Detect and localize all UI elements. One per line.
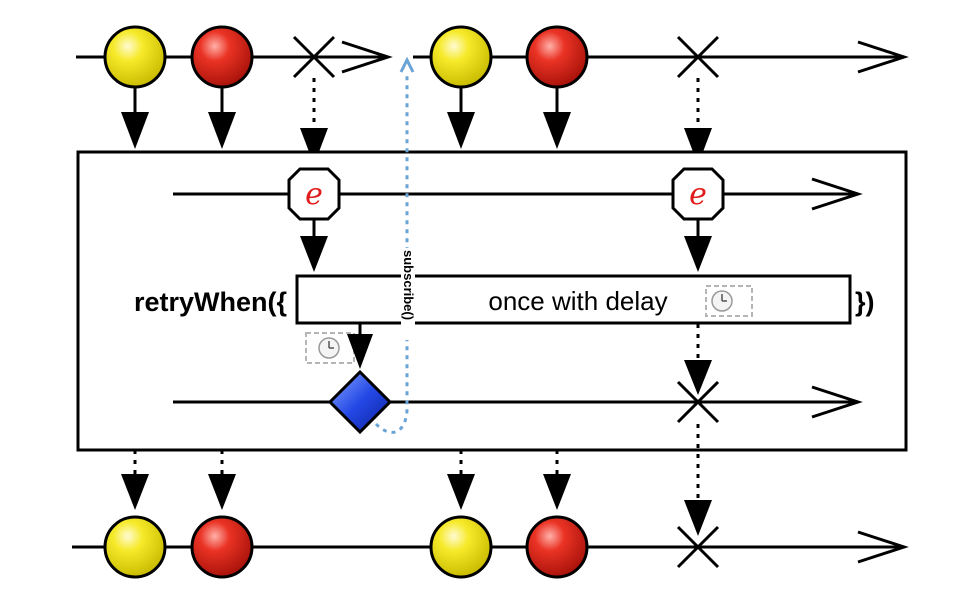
arrow-down-icon — [543, 474, 571, 510]
source-error-cross-icon-1 — [292, 35, 336, 79]
error-e-letter-1: e — [305, 177, 323, 212]
arrow-down-icon — [684, 360, 712, 395]
notification-handler-box — [295, 274, 852, 325]
handler-input-arrows — [300, 220, 712, 272]
operator-suffix-label: }) — [855, 287, 875, 317]
arrow-down-icon — [543, 112, 571, 149]
errors-arrowhead — [811, 177, 863, 211]
notification-handler-label: once with delay — [488, 286, 667, 316]
error-e-letter-2: e — [689, 177, 707, 212]
output-timeline — [72, 515, 909, 579]
resubscribe-arrow — [374, 76, 409, 434]
arrow-down-icon — [684, 236, 712, 272]
arrow-down-icon — [684, 128, 712, 165]
source-error-cross-icon-2 — [676, 35, 720, 79]
output-red-marble-2 — [525, 515, 589, 579]
diamond-icon — [327, 369, 393, 435]
arrow-down-icon — [208, 474, 236, 510]
error-e-icon-2: e — [671, 167, 725, 221]
source-red-marble-2 — [525, 25, 589, 89]
arrow-down-icon — [347, 334, 373, 369]
source-red-marble-1 — [190, 25, 254, 89]
arrow-down-icon — [208, 112, 236, 149]
arrow-down-icon — [121, 474, 149, 510]
arrow-down-icon — [300, 128, 328, 165]
error-e-icon-1: e — [287, 167, 341, 221]
operator-prefix-label: retryWhen({ — [134, 287, 287, 317]
notifier-timeline — [173, 369, 863, 435]
source-arrowhead-second — [857, 40, 909, 74]
output-arrowhead — [857, 530, 909, 564]
notifier-arrowhead — [811, 385, 863, 419]
arrow-down-icon — [684, 500, 712, 536]
arrow-down-icon — [121, 112, 149, 149]
output-error-cross-icon — [676, 525, 720, 569]
source-timeline — [76, 25, 909, 89]
source-arrowhead-first — [341, 40, 393, 74]
delay-clock-icon — [305, 332, 355, 364]
output-yellow-marble-2 — [429, 515, 493, 579]
notifier-error-cross-icon — [676, 380, 720, 424]
output-yellow-marble-1 — [103, 515, 167, 579]
input-arrows — [121, 78, 712, 165]
source-yellow-marble-1 — [103, 25, 167, 89]
output-red-marble-1 — [190, 515, 254, 579]
subscribe-label: subscribe() — [401, 250, 416, 320]
arrow-down-icon — [447, 474, 475, 510]
clock-icon — [705, 285, 753, 317]
resubscribe-arrowhead — [399, 56, 415, 73]
arrow-down-icon — [300, 236, 328, 272]
errors-timeline: e e — [173, 167, 863, 221]
arrow-down-icon — [447, 112, 475, 149]
source-yellow-marble-2 — [429, 25, 493, 89]
output-arrows — [121, 424, 712, 536]
